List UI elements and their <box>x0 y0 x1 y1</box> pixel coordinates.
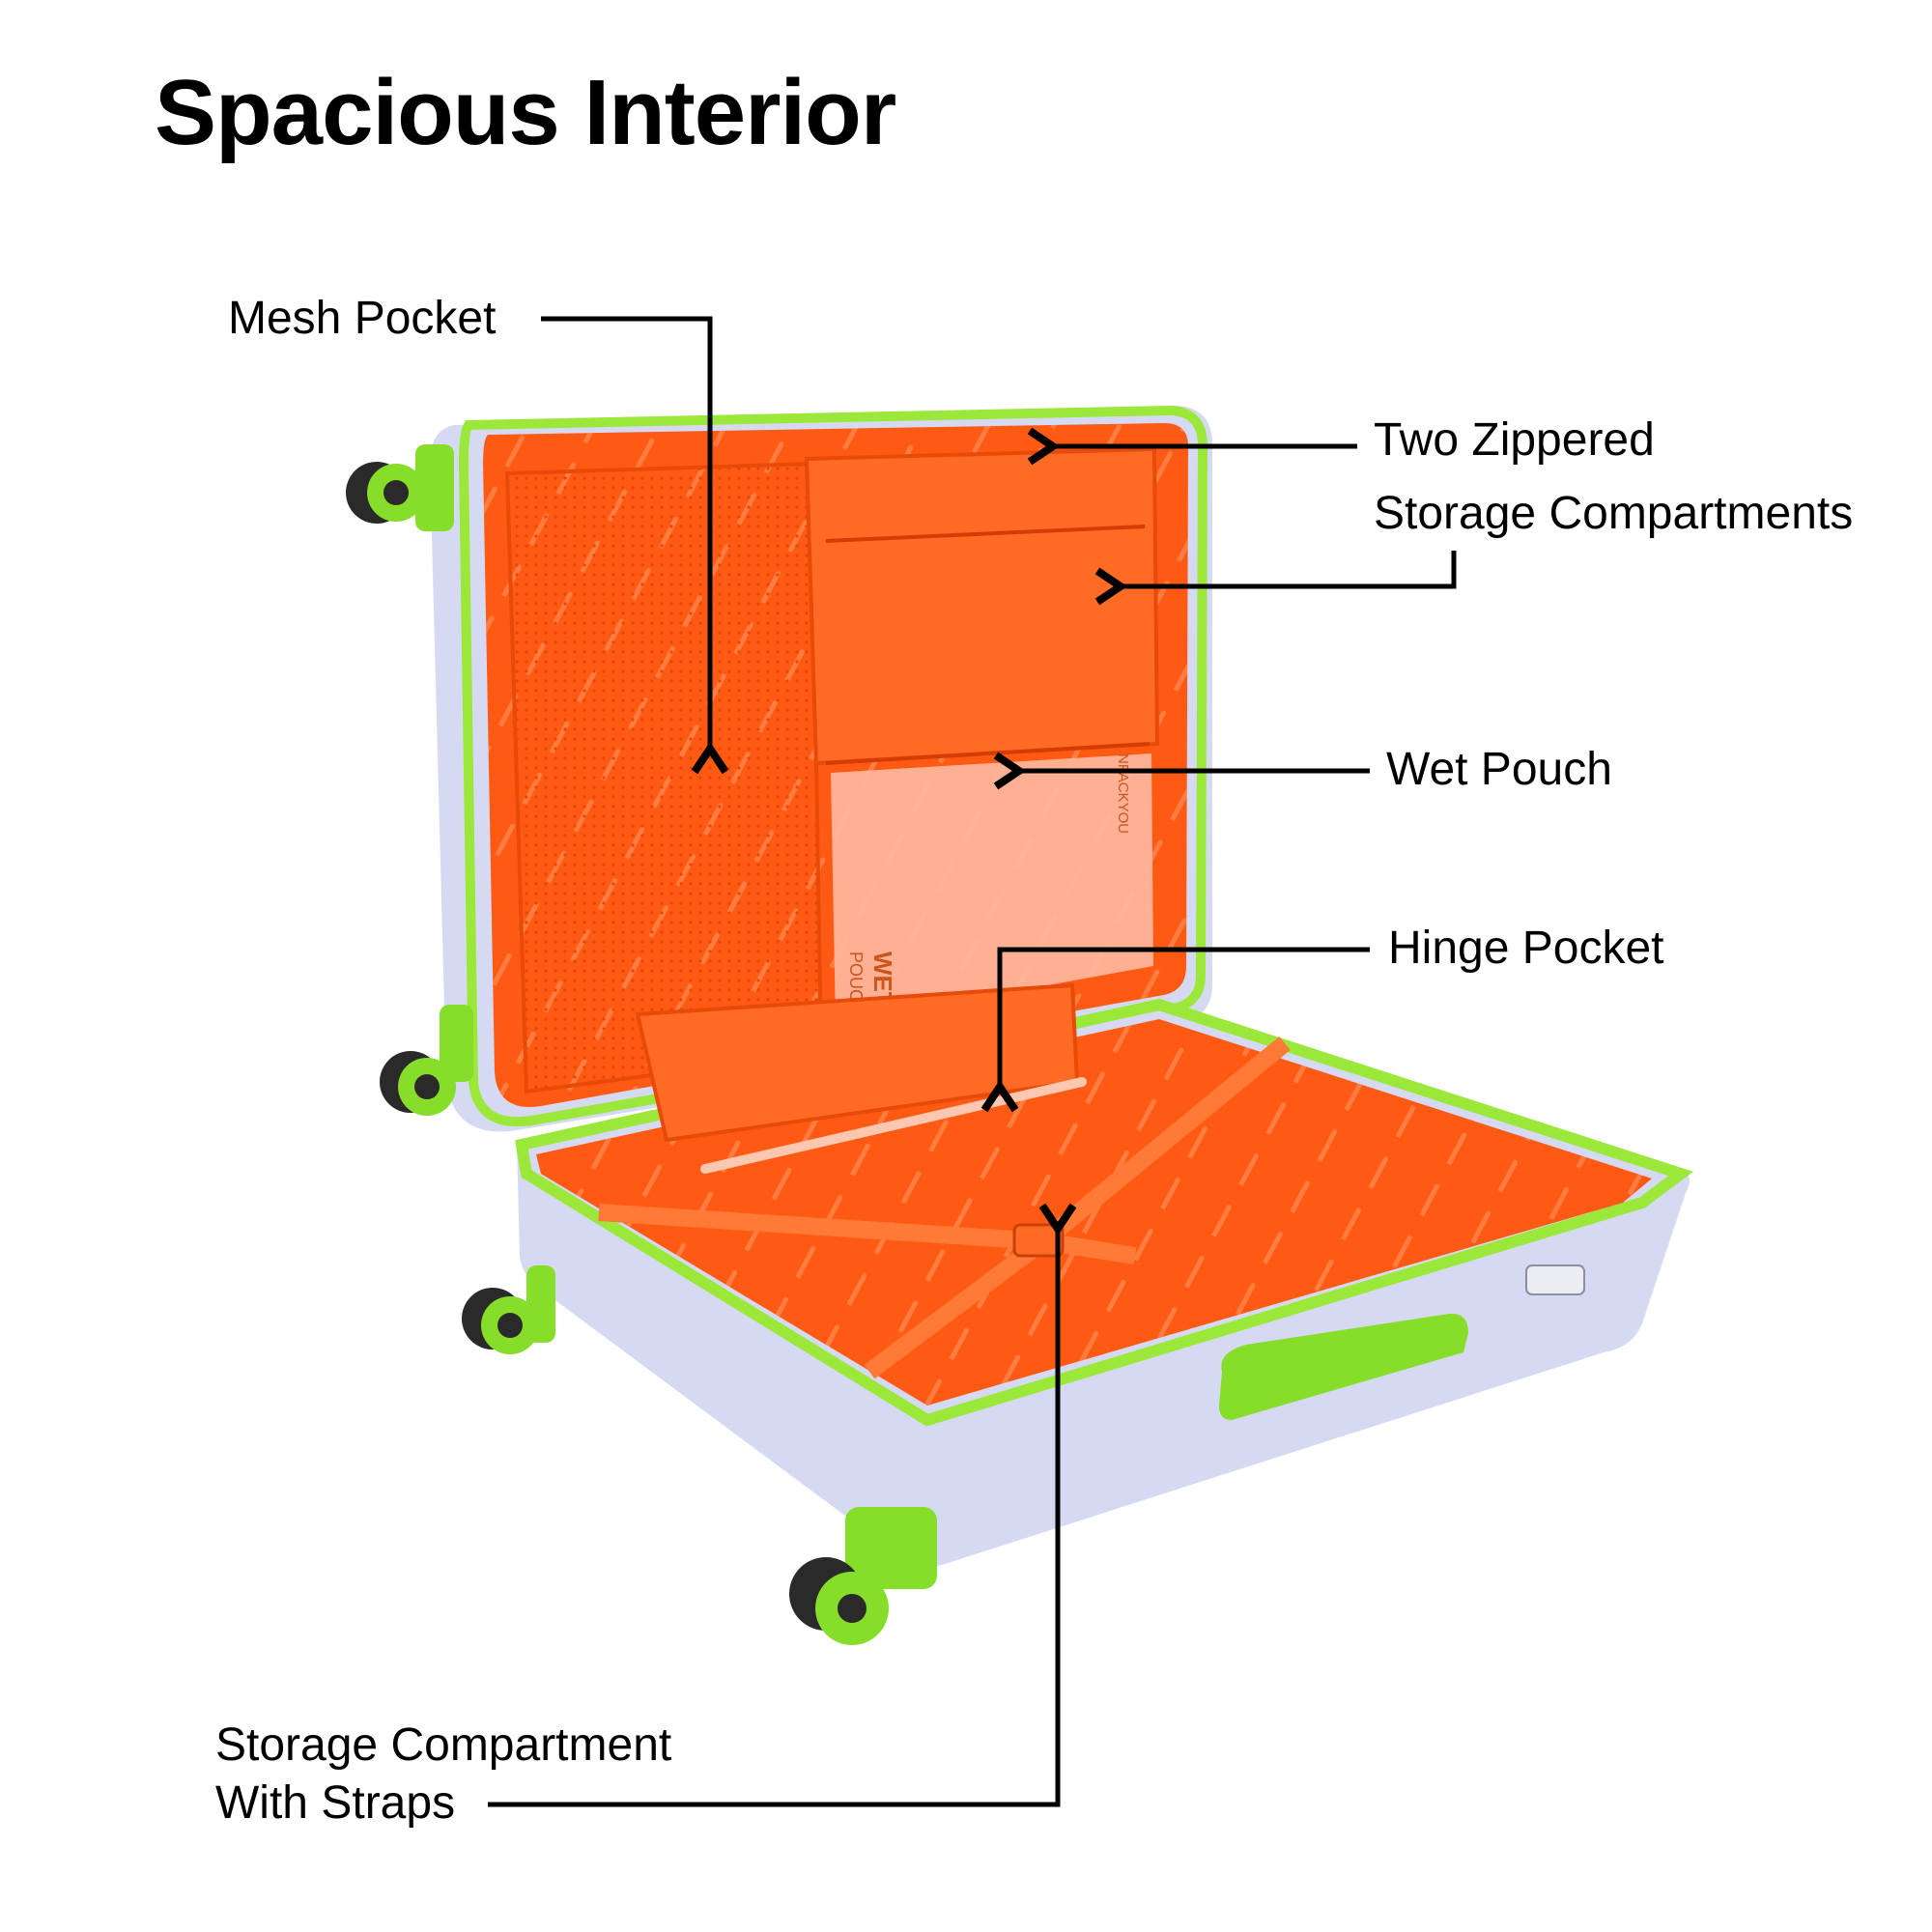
storage-straps-label-line2: With Straps <box>215 1777 456 1829</box>
wheel-top-left <box>346 444 454 531</box>
strap <box>1037 1037 1291 1248</box>
callout-mesh-pocket <box>541 316 729 775</box>
combination-lock <box>1525 1264 1585 1295</box>
mesh-pocket-panel <box>507 464 821 1092</box>
wet-pouch-label: Wet Pouch <box>1386 744 1612 795</box>
callout-lines <box>488 316 1457 1807</box>
wheel-bottom-front <box>789 1507 937 1645</box>
mesh-pocket-label: Mesh Pocket <box>228 293 497 344</box>
hinge-pocket-label: Hinge Pocket <box>1388 923 1664 974</box>
side-handle <box>1219 1313 1468 1420</box>
wheel-bottom-left <box>462 1265 555 1354</box>
brand-print-text: NPACKYOU <box>1115 753 1131 834</box>
page-title: Spacious Interior <box>155 61 896 164</box>
callout-storage-straps <box>488 1203 1077 1807</box>
suitcase-lid <box>430 405 1212 1132</box>
zippered-compartments <box>804 446 1160 766</box>
wet-pouch-panel <box>831 753 1153 1024</box>
strap <box>598 1204 1044 1250</box>
suitcase-base <box>515 982 1693 1568</box>
storage-straps-label-line1: Storage Compartment <box>215 1719 672 1771</box>
strap <box>864 1234 1049 1379</box>
two-zippered-label-line1: Two Zippered <box>1374 414 1655 466</box>
two-zippered-label-line2: Storage Compartments <box>1374 488 1854 539</box>
callout-zipper-bottom <box>1094 551 1457 606</box>
wheel-mid-left <box>380 1005 473 1116</box>
callout-hinge-pocket <box>980 947 1370 1113</box>
